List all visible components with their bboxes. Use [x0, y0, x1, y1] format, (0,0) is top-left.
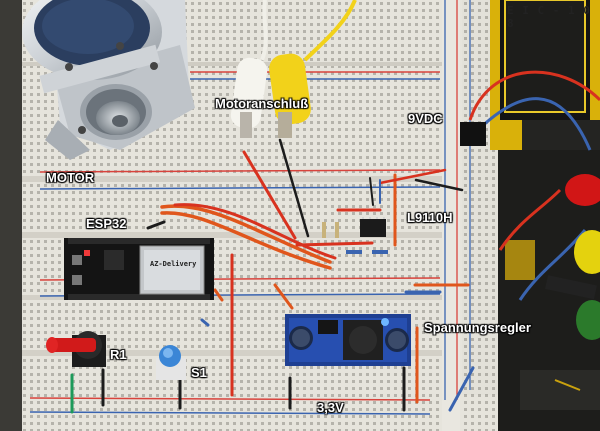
label-s1: S1	[191, 365, 207, 380]
supply-plugs	[460, 70, 600, 340]
small-components	[322, 222, 388, 254]
multimeter	[490, 0, 600, 431]
label-motor: MOTOR	[46, 170, 95, 185]
label-r1: R1	[110, 347, 127, 362]
motor	[22, 0, 195, 160]
label-3v3: 3,3V	[317, 400, 344, 415]
wires	[70, 138, 475, 414]
regulator-board	[285, 314, 411, 366]
push-button	[156, 345, 186, 380]
potentiometer	[46, 331, 106, 367]
label-9vdc: 9VDC	[408, 111, 443, 126]
label-spannungsregler: Spannungsregler	[424, 320, 531, 335]
esp-board-marking: AZ-Delivery	[150, 260, 197, 268]
label-motoranschluss: Motoranschluß	[215, 96, 309, 111]
alligator-clips	[230, 0, 357, 138]
meter-brand-text: E I C - 1 0 8	[507, 4, 591, 30]
label-esp32: ESP32	[86, 216, 127, 231]
esp32-board	[64, 238, 214, 300]
driver-chip	[360, 219, 386, 237]
label-l9110h: L9110H	[407, 210, 453, 225]
